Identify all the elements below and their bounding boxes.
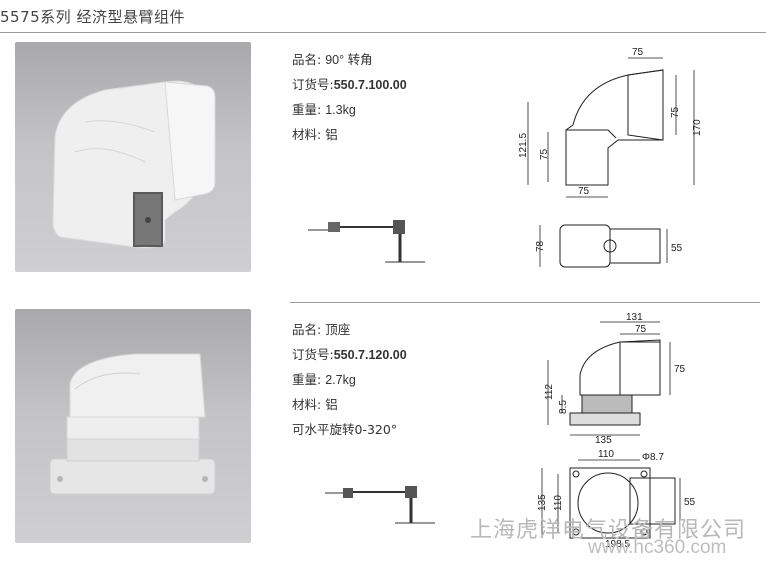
dim-112: 112	[544, 384, 555, 400]
name-label: 品名:	[292, 52, 322, 67]
dim-55: 55	[671, 243, 683, 254]
name-value: 顶座	[325, 322, 351, 337]
top-mount-side-drawing: 131 75 75 112 8.5 135	[544, 312, 686, 445]
order-value: 550.7.100.00	[333, 78, 407, 92]
dim-top-width: 75	[632, 47, 644, 58]
top-mount-top-drawing: 110 Φ8.7 135 110 55 198.5	[537, 449, 696, 548]
top-mount-illustration	[49, 353, 216, 495]
header-divider	[0, 32, 766, 33]
arm-schematic-corner	[308, 220, 425, 263]
dim-121-5: 121.5	[518, 133, 529, 158]
watermark-url: www.hc360.com	[588, 537, 727, 558]
material-value: 铝	[325, 397, 338, 412]
weight-label: 重量:	[292, 372, 322, 387]
corner-part-illustration	[52, 80, 216, 249]
order-row: 订货号:550.7.100.00	[292, 72, 407, 97]
material-row: 材料: 铝	[292, 122, 407, 147]
material-label: 材料:	[292, 127, 322, 142]
watermark-company: 上海虎洋电气设备有限公司	[470, 518, 747, 543]
dim-left-lower: 75	[539, 148, 550, 160]
material-label: 材料:	[292, 397, 322, 412]
dim-135-bottom: 135	[595, 435, 612, 445]
order-value: 550.7.120.00	[333, 348, 407, 362]
order-label: 订货号:	[292, 347, 334, 362]
corner-side-drawing: 75 75 170 121.5 75 75	[518, 47, 703, 198]
product-info-corner: 品名: 90° 转角 订货号:550.7.100.00 重量: 1.3kg 材料…	[292, 47, 407, 147]
page-title: 5575系列 经济型悬臂组件	[0, 8, 185, 26]
weight-value: 1.3kg	[325, 103, 356, 117]
rotation-note: 可水平旋转0-320°	[292, 422, 398, 437]
dim-110-top: 110	[598, 449, 614, 460]
dim-198-5: 198.5	[605, 539, 630, 548]
name-row: 品名: 90° 转角	[292, 47, 407, 72]
dim-131: 131	[626, 312, 643, 323]
dim-78: 78	[535, 240, 546, 252]
product-photo-corner	[15, 42, 251, 272]
weight-row: 重量: 1.3kg	[292, 97, 407, 122]
weight-label: 重量:	[292, 102, 322, 117]
order-label: 订货号:	[292, 77, 334, 92]
dim-8-5: 8.5	[558, 400, 569, 414]
dim-total-height: 170	[692, 119, 703, 136]
name-row: 品名: 顶座	[292, 317, 407, 342]
material-row: 材料: 铝	[292, 392, 407, 417]
order-row: 订货号:550.7.120.00	[292, 342, 407, 367]
name-label: 品名:	[292, 322, 322, 337]
dim-right-upper: 75	[670, 106, 681, 118]
dim-135-left: 135	[537, 494, 548, 511]
weight-row: 重量: 2.7kg	[292, 367, 407, 392]
dim-55-right: 55	[684, 497, 696, 508]
page-header: 5575系列 经济型悬臂组件	[0, 0, 766, 36]
corner-top-drawing: 78 55	[535, 224, 683, 268]
dim-hole-diameter: Φ8.7	[642, 452, 664, 463]
product-photo-top-mount	[15, 309, 251, 543]
dim-bottom-width: 75	[578, 186, 590, 197]
dim-75-right: 75	[674, 364, 686, 375]
section-divider	[290, 302, 760, 303]
product-info-top-mount: 品名: 顶座 订货号:550.7.120.00 重量: 2.7kg 材料: 铝 …	[292, 317, 407, 442]
weight-value: 2.7kg	[325, 373, 356, 387]
arm-schematic-top-mount	[325, 486, 435, 524]
dim-75-top: 75	[635, 324, 647, 335]
dim-110-left: 110	[553, 495, 564, 511]
name-value: 90° 转角	[325, 53, 373, 67]
material-value: 铝	[325, 127, 338, 142]
